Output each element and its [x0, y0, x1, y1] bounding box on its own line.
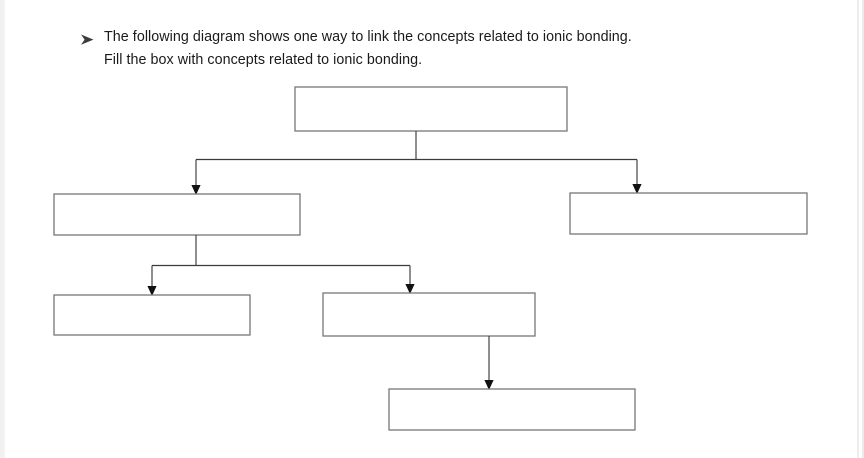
concept-box-root[interactable]	[294, 86, 568, 132]
arrowhead-middle-to-bottom	[484, 380, 494, 390]
page-right-border	[857, 0, 859, 458]
arrowhead-root-to-left-middle	[191, 185, 201, 195]
arrowhead-left-to-bottom-left	[147, 286, 157, 296]
page-left-border	[2, 0, 5, 458]
instruction-block: The following diagram shows one way to l…	[76, 26, 836, 72]
concept-box-bottom[interactable]	[388, 388, 636, 431]
instruction-text: The following diagram shows one way to l…	[104, 29, 632, 68]
arrowhead-bullet-icon	[81, 34, 94, 45]
concept-box-bottom-left[interactable]	[53, 294, 251, 336]
arrowhead-left-to-middle	[405, 284, 415, 294]
concept-box-left-middle[interactable]	[53, 193, 301, 236]
concept-box-right[interactable]	[569, 192, 808, 235]
arrowhead-root-to-right	[632, 184, 642, 194]
concept-box-middle[interactable]	[322, 292, 536, 337]
